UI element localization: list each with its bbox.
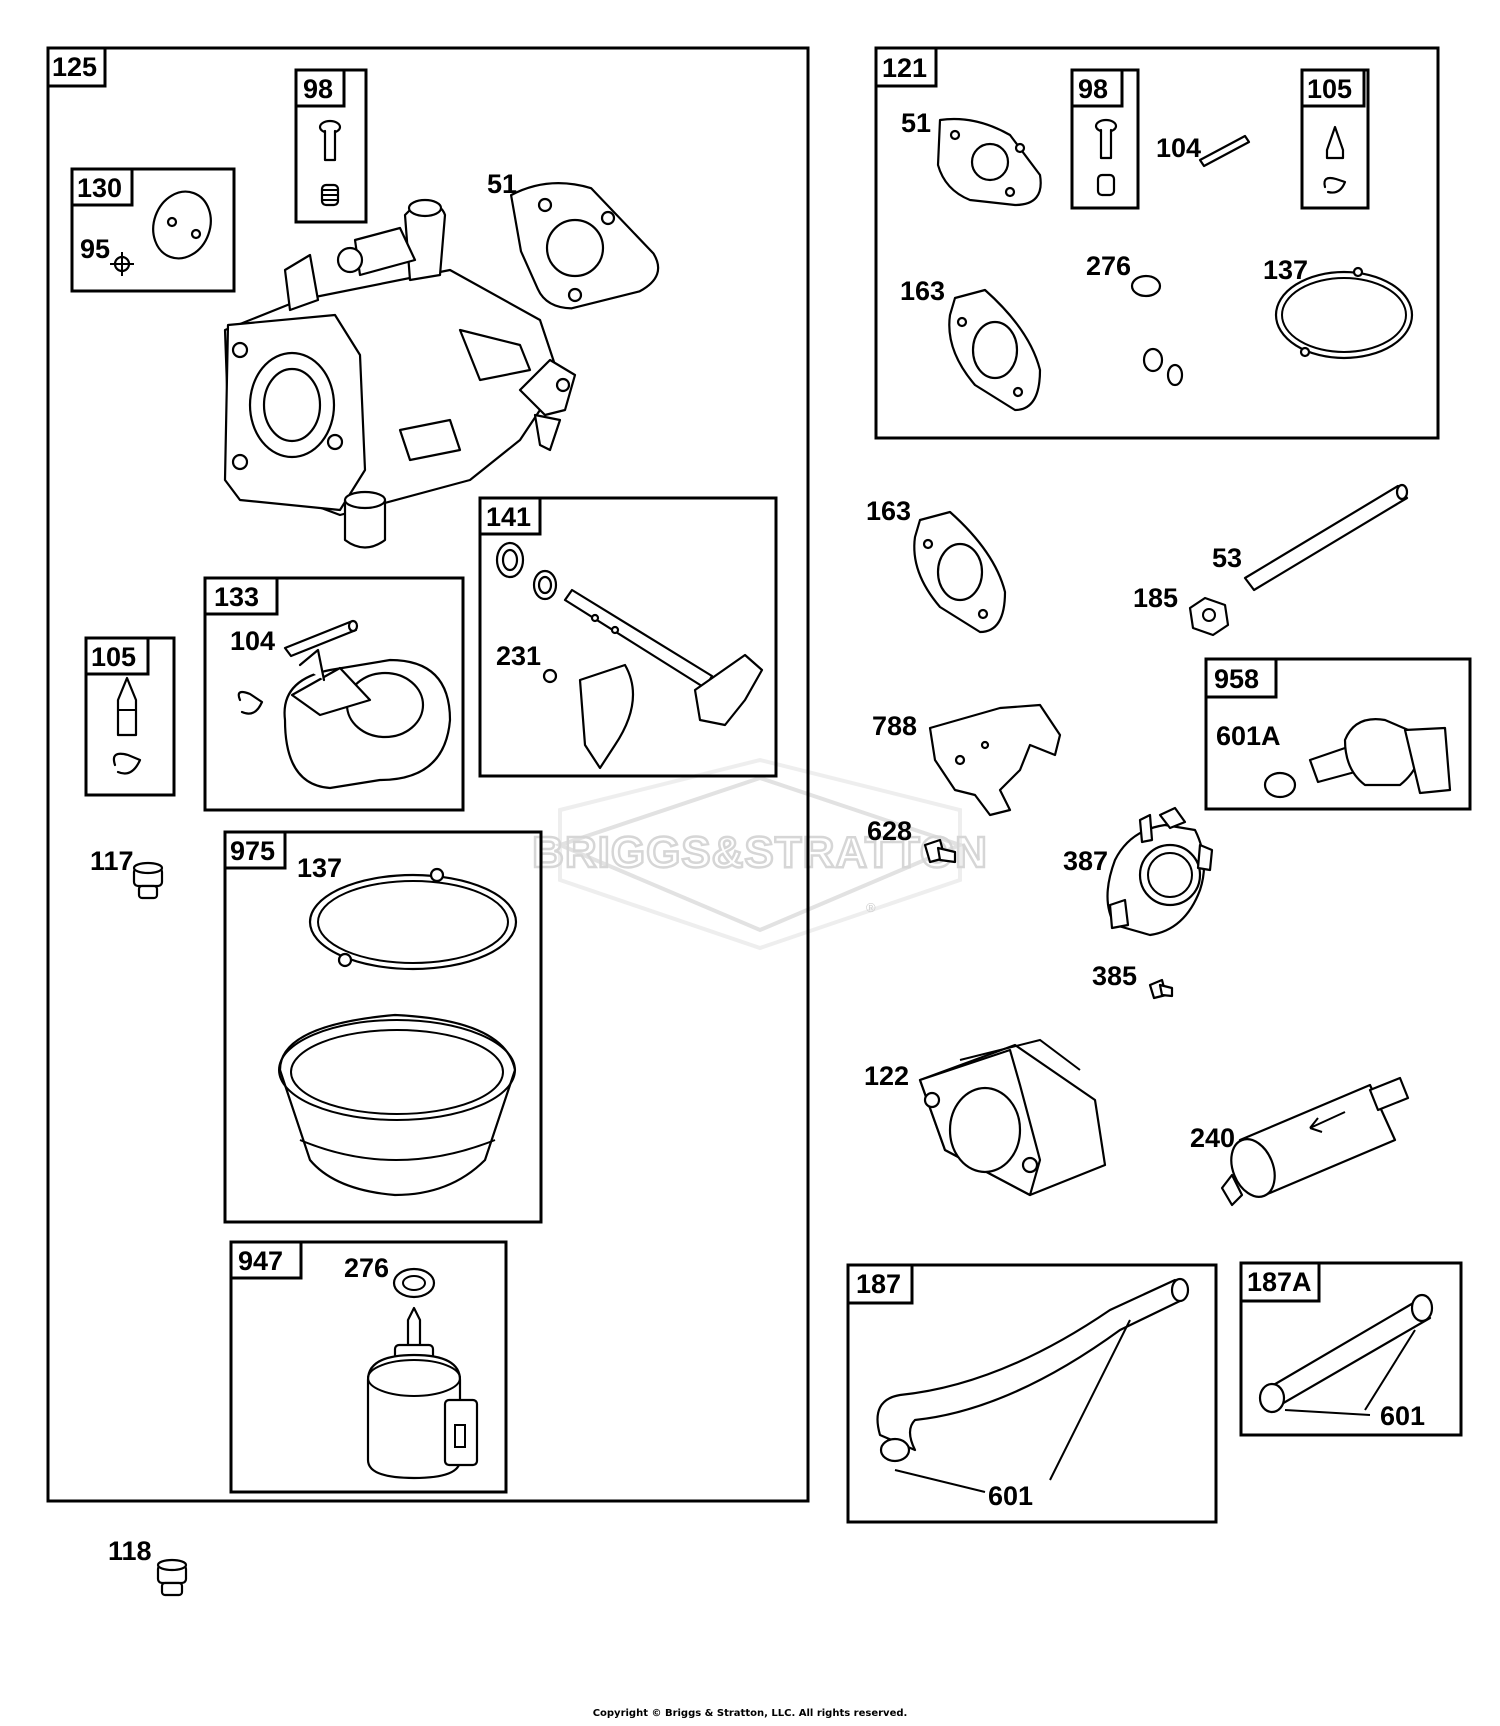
label-628: 628 (867, 816, 912, 846)
kit-105-right-tag: 105 (1307, 74, 1352, 104)
spacer-122-part (918, 1038, 1107, 1197)
label-387: 387 (1063, 846, 1108, 876)
label-601-left: 601 (988, 1481, 1033, 1511)
float-bowl-part (278, 867, 518, 1197)
label-601-right: 601 (1380, 1401, 1425, 1431)
hose-187A-part (1258, 1293, 1434, 1416)
label-185: 185 (1133, 583, 1178, 613)
stud-53-part (1243, 483, 1409, 592)
kit-187A-box (1239, 1261, 1463, 1437)
hose-187-part (876, 1277, 1190, 1493)
label-117: 117 (90, 846, 134, 876)
seal-276-part (1130, 274, 1184, 387)
jet-118-part (156, 1558, 188, 1597)
kit-130-box (70, 167, 236, 293)
choke-plate-part (110, 190, 212, 276)
label-104-left: 104 (230, 626, 275, 656)
solenoid-part (366, 1267, 479, 1480)
bolt-385-part (1148, 978, 1174, 1000)
kit-947-box (229, 1240, 508, 1494)
throttle-shaft-part (495, 541, 764, 770)
kit-133-tag: 133 (214, 582, 259, 612)
carburetor-body-part (223, 182, 660, 549)
label-276-right: 276 (1086, 251, 1131, 281)
screw-right-part (1094, 118, 1118, 197)
kit-130-tag: 130 (77, 173, 122, 203)
kit-105-left-tag: 105 (91, 642, 136, 672)
fuel-valve-part (1263, 718, 1452, 799)
label-122: 122 (864, 1061, 909, 1091)
label-95: 95 (80, 234, 110, 264)
bolt-628-part (923, 838, 957, 864)
gasket-51-part (936, 117, 1042, 207)
kit-958-tag: 958 (1214, 664, 1259, 694)
kit-958-box (1204, 657, 1472, 811)
kit-133-box (203, 576, 465, 812)
label-118: 118 (108, 1536, 152, 1566)
label-137-left: 137 (297, 853, 342, 883)
label-240: 240 (1190, 1123, 1235, 1153)
label-601A: 601A (1216, 721, 1281, 751)
kit-187-box (846, 1263, 1218, 1524)
gasket-137-part (1274, 266, 1414, 360)
kit-98-left-tag: 98 (303, 74, 333, 104)
kit-125-tag: 125 (52, 52, 97, 82)
label-788: 788 (872, 711, 917, 741)
pin-104-part (1198, 134, 1251, 168)
kit-121-box (874, 46, 1440, 440)
watermark-registered: ® (866, 900, 876, 915)
kit-947-tag: 947 (238, 1246, 283, 1276)
label-163-upper: 163 (900, 276, 945, 306)
kit-975-box (223, 830, 543, 1224)
kit-125-box (46, 46, 810, 1503)
watermark-brand: BRIGGS&STRATTON (532, 828, 988, 877)
gasket-163-lower-part (913, 510, 1007, 634)
jet-117-part (132, 861, 164, 900)
gasket-163-upper-part (948, 288, 1042, 412)
label-137-right: 137 (1263, 255, 1308, 285)
kit-125-tag-box (46, 46, 107, 88)
float-part (237, 619, 452, 790)
kit-187-tag: 187 (856, 1269, 901, 1299)
screw-part (318, 119, 342, 207)
kit-975-tag: 975 (230, 836, 275, 866)
bracket-788-part (928, 703, 1062, 817)
kit-98-right-tag: 98 (1078, 74, 1108, 104)
nut-185-part (1188, 596, 1230, 637)
fuel-filter-part (1220, 1076, 1410, 1207)
label-385: 385 (1092, 961, 1137, 991)
label-53: 53 (1212, 543, 1242, 573)
kit-121-tag: 121 (882, 53, 927, 83)
brand-watermark: BRIGGS&STRATTON ® (531, 757, 988, 951)
copyright-notice: Copyright © Briggs & Stratton, LLC. All … (593, 1708, 908, 1719)
label-51-right: 51 (901, 108, 931, 138)
label-276-left: 276 (344, 1253, 389, 1283)
kit-187A-tag: 187A (1247, 1267, 1312, 1297)
fuel-pump-part (1106, 806, 1214, 937)
label-104-right: 104 (1156, 133, 1201, 163)
label-231: 231 (496, 641, 541, 671)
kit-141-tag: 141 (486, 502, 531, 532)
kit-141-box (478, 496, 778, 778)
needle-right-part (1323, 125, 1347, 194)
label-163-lower: 163 (866, 496, 911, 526)
needle-valve-part (112, 676, 142, 775)
